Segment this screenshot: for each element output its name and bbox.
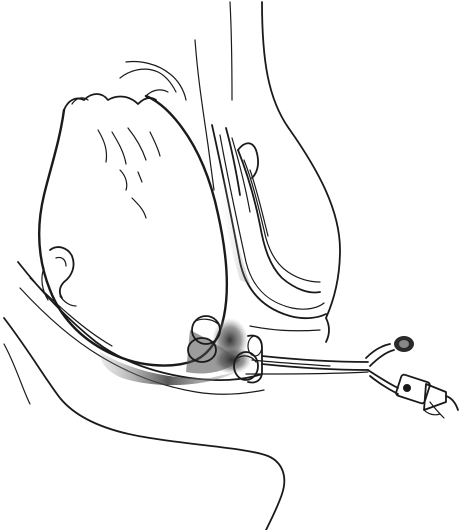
uterine-wall-layers <box>212 125 326 318</box>
maternal-outline <box>195 2 340 318</box>
y-connector <box>366 336 458 418</box>
